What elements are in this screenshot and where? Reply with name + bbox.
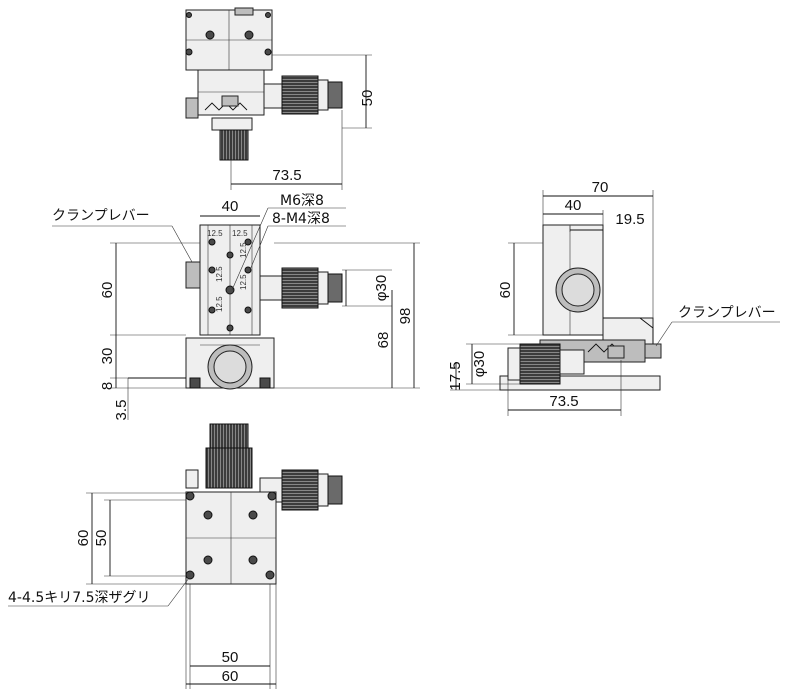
- micrometer-knob: [519, 343, 561, 385]
- dim-bottom-50-left: 50: [93, 530, 110, 547]
- label-counterbore: 4-4.5キリ7.5深ザグリ: [8, 590, 151, 606]
- label-clamp-lever-side: クランプレバー: [678, 305, 776, 321]
- dim-bottom-60: 60: [222, 668, 239, 685]
- dim-bottom-60-left: 60: [75, 530, 92, 547]
- counterbore-hole: [267, 491, 277, 501]
- micrometer-knob: [281, 267, 319, 309]
- m6-tap: [225, 285, 235, 295]
- svg-text:12.5: 12.5: [232, 229, 248, 238]
- micrometer-knob: [281, 469, 319, 511]
- clamp-lever: [185, 261, 201, 289]
- front-view: 12.5 12.5 12.5 12.5 12.5 12.5 クランプレバー M6…: [52, 193, 420, 420]
- dim-top-50: 50: [359, 90, 376, 107]
- dim-top-73-5: 73.5: [272, 167, 301, 184]
- adjust-knob: [209, 423, 249, 451]
- dim-side-19-5: 19.5: [615, 211, 644, 228]
- svg-text:12.5: 12.5: [207, 229, 223, 238]
- dim-side-17-5: 17.5: [447, 361, 464, 390]
- dim-side-60: 60: [497, 282, 514, 299]
- counterbore-hole: [265, 570, 275, 580]
- dim-front-98: 98: [397, 308, 414, 325]
- svg-text:12.5: 12.5: [215, 296, 224, 312]
- label-clamp-lever-front: クランプレバー: [52, 208, 150, 224]
- dim-front-40: 40: [222, 198, 239, 215]
- dim-front-8: 8: [99, 382, 116, 390]
- bottom-view: 4-4.5キリ7.5深ザグリ 60 50 50 60: [8, 423, 343, 689]
- svg-text:12.5: 12.5: [239, 274, 248, 290]
- dim-front-30: 30: [99, 348, 116, 365]
- adjust-knob: [219, 129, 249, 161]
- svg-text:12.5: 12.5: [239, 242, 248, 258]
- dim-bottom-50: 50: [222, 649, 239, 666]
- dim-front-68: 68: [375, 332, 392, 349]
- svg-text:12.5: 12.5: [215, 266, 224, 282]
- clamp-lever: [644, 343, 662, 359]
- tap-hole: [205, 30, 215, 40]
- dim-side-70: 70: [592, 179, 609, 196]
- dim-front-dia30: φ30: [373, 275, 390, 301]
- dim-side-73-5: 73.5: [549, 393, 578, 410]
- clamp-lever: [185, 97, 199, 119]
- label-m4-tap: 8-M4深8: [272, 211, 330, 227]
- top-view: 50 73.5: [185, 7, 376, 190]
- dim-front-3-5: 3.5: [113, 400, 130, 421]
- dim-front-60: 60: [99, 282, 116, 299]
- tap-hole: [244, 30, 254, 40]
- label-m6-tap: M6深8: [280, 193, 324, 209]
- side-view: クランプレバー 70 40 19.5 60 φ30 17.5 73.5: [447, 179, 780, 416]
- dim-side-40: 40: [565, 197, 582, 214]
- micrometer-knob: [281, 75, 319, 115]
- counterbore-hole: [185, 570, 195, 580]
- dim-side-dia30: φ30: [471, 351, 488, 377]
- counterbore-hole: [185, 491, 195, 501]
